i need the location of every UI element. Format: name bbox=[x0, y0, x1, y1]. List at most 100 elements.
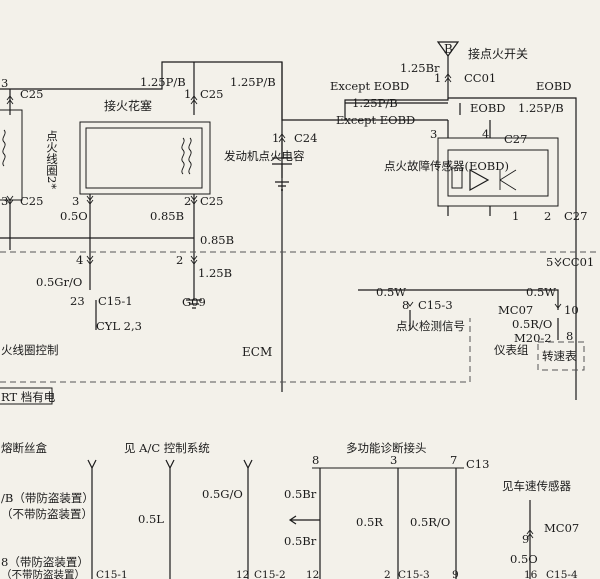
wire-1.25pb-top bbox=[194, 61, 283, 392]
wire-diag-conn bbox=[319, 468, 457, 579]
wire-label-8: 0.85B bbox=[200, 233, 234, 247]
pin-1c: 1 bbox=[272, 131, 279, 145]
conn-m20-2: M20-2 bbox=[514, 331, 552, 345]
pin-8c: 8 bbox=[312, 453, 319, 467]
sensor-opamp bbox=[469, 168, 490, 192]
wire-label-19: 0.5Br bbox=[284, 534, 317, 548]
pin-10: 10 bbox=[564, 303, 579, 317]
pin-8b: 8 bbox=[566, 329, 573, 343]
conn-c24: C24 bbox=[294, 131, 317, 145]
ac-arrow-3 bbox=[165, 459, 175, 469]
b-tag: B bbox=[444, 42, 453, 56]
wire-label-9: 1.25B bbox=[198, 266, 232, 280]
conn-c15-1: C15-1 bbox=[98, 294, 133, 308]
sensor-resistor bbox=[451, 167, 463, 189]
conn-c15-2: C15-2 bbox=[254, 569, 286, 579]
ign-coil-label: 点火线圈2* bbox=[45, 130, 59, 189]
pin-3e: 3 bbox=[390, 453, 397, 467]
ign-check-label: 点火检测信号 bbox=[396, 319, 465, 333]
conn-cc01a: CC01 bbox=[464, 71, 496, 85]
wire-sensor-feed bbox=[447, 120, 491, 138]
ecm-label: ECM bbox=[242, 345, 272, 359]
pin-3b: 3 bbox=[1, 194, 8, 208]
spark-plug-box bbox=[79, 121, 211, 195]
anti-theft-4: （不带防盗装置） bbox=[1, 568, 85, 579]
connector-chevrons bbox=[6, 73, 562, 539]
wire-label-13: 0.5R/O bbox=[512, 317, 552, 331]
pin-12b: 12 bbox=[306, 569, 319, 579]
pin-2a: 2 bbox=[184, 194, 191, 208]
pin-8a: 8 bbox=[402, 298, 409, 312]
ignition-switch-triangle bbox=[436, 41, 460, 58]
pin-12: 12 bbox=[236, 569, 249, 579]
fault-sensor-box bbox=[437, 137, 559, 207]
wire-label-12: 0.5W bbox=[526, 285, 556, 299]
ignition-switch-label: 接点火开关 bbox=[468, 46, 528, 61]
pin-2b: 2 bbox=[176, 253, 183, 267]
pin-9a: 9 bbox=[522, 532, 529, 546]
conn-mc07b: MC07 bbox=[544, 521, 579, 535]
wire-except-eobd-loop bbox=[344, 98, 449, 121]
wire-0.5w-cluster bbox=[410, 289, 559, 310]
capacitor-symbol bbox=[272, 140, 292, 178]
pin-16: 16 bbox=[524, 569, 538, 579]
wire-1.25br bbox=[447, 56, 577, 400]
wire-label-16: 0.5Br bbox=[284, 487, 317, 501]
anti-theft-1: /B（带防盗装置） bbox=[1, 491, 94, 505]
ac-arrow-1 bbox=[87, 459, 97, 469]
conn-c25d: C25 bbox=[200, 194, 223, 208]
diag-conn-label: 多功能诊断接头 bbox=[346, 441, 427, 455]
pin-5: 5 bbox=[546, 255, 553, 269]
tach-box bbox=[537, 341, 585, 371]
wire-label-3: 1.25Br bbox=[400, 61, 440, 75]
except-eobd-1: Except EOBD bbox=[330, 79, 409, 93]
pin-2d: 2 bbox=[384, 569, 391, 579]
fault-sensor-inner bbox=[447, 149, 549, 197]
pin-1a: 1 bbox=[184, 87, 191, 101]
wire-ac-system bbox=[91, 468, 249, 579]
spark-plug-inner bbox=[85, 127, 203, 189]
wire-label-14: 0.5G/O bbox=[202, 487, 243, 501]
wire-label-20: 0.5O bbox=[510, 552, 538, 566]
cyl-label: CYL 2,3 bbox=[96, 319, 142, 333]
pin-23: 23 bbox=[70, 294, 85, 308]
conn-c27b: C27 bbox=[564, 209, 587, 223]
wire-label-11: 0.5W bbox=[376, 285, 406, 299]
wire-label-6: 0.5O bbox=[60, 209, 88, 223]
vss-label: 见车速传感器 bbox=[502, 479, 571, 493]
conn-c13: C13 bbox=[466, 457, 489, 471]
anti-theft-2: （不带防盗装置） bbox=[1, 507, 93, 521]
conn-c15-1b: C15-1 bbox=[96, 569, 128, 579]
wire-label-10: 0.5Gr/O bbox=[36, 275, 82, 289]
capacitor-ground bbox=[275, 181, 289, 191]
conn-c25b: C25 bbox=[200, 87, 223, 101]
wire-1.25pb-left bbox=[0, 61, 194, 90]
cluster-label: 仪表组 bbox=[494, 343, 529, 357]
fault-sensor-label: 点火故障传感器(EOBD) bbox=[384, 159, 509, 173]
pin-2c: 2 bbox=[544, 209, 551, 223]
anti-theft-3: 8（带防盗装置） bbox=[1, 555, 89, 569]
pin-7: 7 bbox=[450, 453, 457, 467]
eobd-2: EOBD bbox=[470, 101, 506, 115]
tach-label: 转速表 bbox=[542, 349, 577, 363]
sensor-transistor bbox=[499, 169, 517, 191]
pin-3d: 3 bbox=[430, 127, 437, 141]
wire-label-1: 1.25P/B bbox=[140, 75, 186, 89]
pin-3a: 3 bbox=[1, 76, 8, 90]
ac-system-label: 见 A/C 控制系统 bbox=[124, 441, 210, 455]
pin-1b: 1 bbox=[434, 71, 441, 85]
conn-mc07a: MC07 bbox=[498, 303, 533, 317]
capacitor-label: 发动机点火电容 bbox=[224, 149, 305, 163]
wire-sensor-out bbox=[447, 206, 491, 216]
wire-label-17: 0.5R bbox=[356, 515, 383, 529]
spark-plug-label: 接火花塞 bbox=[104, 98, 152, 113]
conn-c27a: C27 bbox=[504, 132, 527, 146]
pin-4b: 4 bbox=[482, 127, 489, 141]
wire-label-5: 1.25P/B bbox=[518, 101, 564, 115]
conn-c25c: C25 bbox=[20, 194, 43, 208]
signal-arrow bbox=[288, 515, 320, 525]
except-eobd-2: Except EOBD bbox=[336, 113, 415, 127]
pin-3c: 3 bbox=[72, 194, 79, 208]
pin-1d: 1 bbox=[512, 209, 519, 223]
cyl-ctrl-label: 火线圈控制 bbox=[1, 343, 59, 357]
